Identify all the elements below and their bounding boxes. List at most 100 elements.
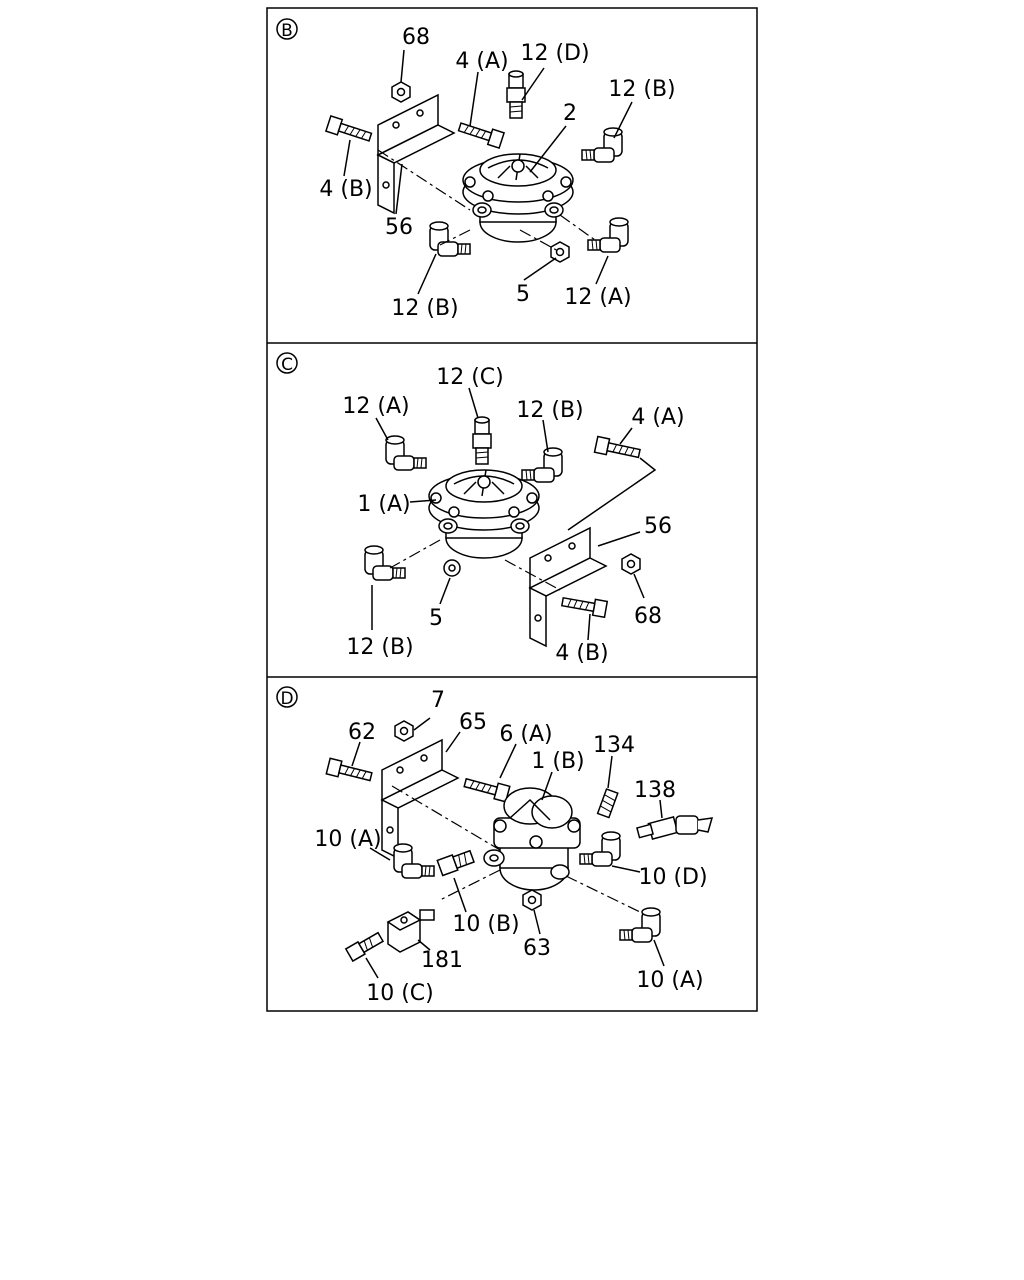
elbow-12b-left — [429, 221, 471, 257]
callout-5: 5 — [516, 282, 530, 307]
diagram-frame — [266, 7, 758, 1012]
callout-7: 7 — [431, 688, 445, 713]
leader-line — [595, 255, 609, 285]
elbow-10a-right — [619, 907, 661, 943]
callout-4b: 4 (B) — [319, 177, 372, 202]
bracket-56 — [529, 527, 607, 647]
panel-b: B 68 4 (A) 12 (D) 12 (B) 2 4 (B) — [276, 18, 676, 321]
callout-56: 56 — [385, 215, 413, 240]
bolt-62 — [325, 757, 374, 786]
panel-marker: B — [281, 21, 293, 41]
leader-line — [533, 909, 541, 935]
nut-68 — [621, 553, 641, 575]
leader-line — [409, 499, 437, 503]
callout-1a: 1 (A) — [357, 492, 410, 517]
sensor-138 — [636, 815, 714, 841]
leader-line — [417, 253, 437, 295]
leader-line — [597, 531, 641, 547]
bolt-4a — [593, 435, 642, 463]
connector-10b — [436, 849, 475, 877]
centerline — [439, 869, 501, 901]
leader-line — [529, 125, 567, 173]
leader-line — [375, 417, 389, 441]
connector-12c — [472, 416, 492, 465]
leader-line — [542, 419, 549, 453]
connector-10c — [344, 931, 385, 963]
relay-valve-2 — [462, 153, 574, 243]
callout-4a: 4 (A) — [631, 405, 684, 430]
callout-1b: 1 (B) — [531, 749, 584, 774]
panel-marker: C — [281, 355, 293, 375]
bolt-4a — [456, 118, 505, 149]
callout-138: 138 — [634, 778, 676, 803]
centerline — [389, 539, 441, 569]
connector-12d — [506, 70, 526, 119]
leader-line — [400, 49, 405, 83]
leader-line — [619, 427, 633, 445]
centerline — [504, 559, 561, 591]
callout-12a: 12 (A) — [342, 394, 409, 419]
leader-line — [417, 939, 431, 951]
callout-10a: 10 (A) — [314, 827, 381, 852]
bracket-56 — [377, 94, 455, 214]
panel-marker-circle — [276, 18, 298, 40]
elbow-12a — [385, 435, 427, 471]
leader-line — [521, 67, 545, 101]
callout-12b: 12 (B) — [346, 635, 413, 660]
callout-62: 62 — [348, 720, 376, 745]
callout-10a: 10 (A) — [636, 968, 703, 993]
callout-4b: 4 (B) — [555, 641, 608, 666]
bolt-4b — [560, 593, 609, 619]
nut-7 — [394, 720, 414, 742]
callout-134: 134 — [593, 733, 635, 758]
leader-line — [613, 101, 633, 139]
leader-line — [453, 877, 467, 913]
leader-line — [369, 847, 391, 861]
callout-181: 181 — [421, 948, 463, 973]
panel-marker: D — [280, 689, 293, 709]
leader-line — [659, 799, 663, 819]
leader-line — [365, 957, 379, 979]
elbow-12b-right — [521, 447, 563, 483]
leader-line — [343, 139, 351, 177]
callout-10d: 10 (D) — [638, 865, 707, 890]
callout-4a: 4 (A) — [455, 49, 508, 74]
leader-line — [469, 71, 479, 127]
leader-line — [468, 387, 479, 419]
callout-12b: 12 (B) — [516, 398, 583, 423]
callout-12b: 12 (B) — [608, 77, 675, 102]
bolt-6a — [462, 774, 511, 803]
centerline — [565, 875, 641, 913]
centerline — [439, 229, 471, 246]
centerline — [519, 229, 561, 253]
leader-line — [633, 573, 645, 599]
callout-2: 2 — [563, 101, 577, 126]
leader-line — [541, 771, 553, 801]
routing-line — [567, 457, 657, 531]
callout-12d: 12 (D) — [520, 41, 589, 66]
plug-134 — [596, 788, 619, 819]
centerline — [559, 214, 596, 241]
callout-63: 63 — [523, 936, 551, 961]
elbow-10d — [579, 831, 621, 867]
panel-c: C 12 (C) 12 (A) 12 (B) 4 (A) 1 (A) 56 5 … — [276, 352, 685, 666]
relay-valve-1a — [428, 469, 540, 559]
panel-marker-circle — [276, 352, 298, 374]
callout-10b: 10 (B) — [452, 912, 519, 937]
washer-5-hole — [448, 564, 456, 572]
callout-68: 68 — [402, 25, 430, 50]
callout-12b: 12 (B) — [391, 296, 458, 321]
callout-5: 5 — [429, 606, 443, 631]
leader-line — [439, 577, 451, 605]
leader-line — [607, 755, 613, 789]
centerline — [391, 785, 501, 851]
callout-12a: 12 (A) — [564, 285, 631, 310]
elbow-12a — [587, 217, 629, 253]
centerline — [377, 149, 471, 211]
panel-marker-circle — [276, 686, 298, 708]
leader-line — [445, 731, 461, 753]
callout-10c: 10 (C) — [366, 981, 434, 1006]
callout-65: 65 — [459, 710, 487, 735]
callout-6a: 6 (A) — [499, 722, 552, 747]
